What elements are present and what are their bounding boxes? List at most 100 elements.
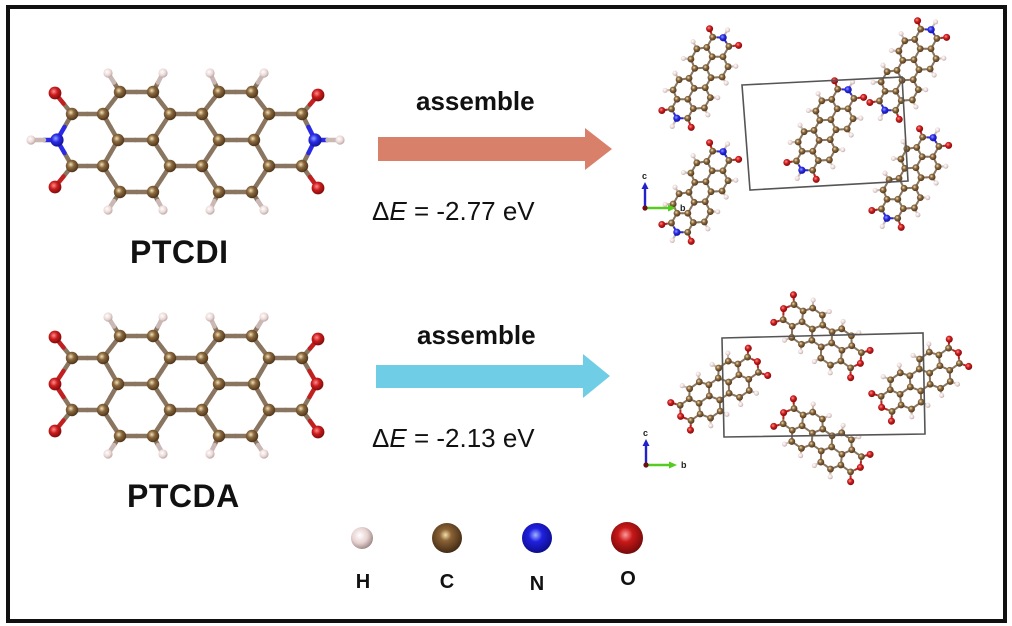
carbon-atom [909, 96, 916, 104]
packed-molecule [866, 17, 951, 123]
carbon-atom [917, 398, 925, 406]
carbon-atom [925, 348, 933, 356]
hydrogen-atom [723, 194, 729, 200]
oxygen-atom [868, 206, 876, 215]
carbon-atom [815, 136, 823, 144]
carbon-atom [918, 153, 926, 161]
carbon-atom [96, 159, 110, 173]
ptcda-axis-c-label: c [643, 428, 648, 438]
carbon-atom [843, 125, 851, 133]
carbon-atom [831, 146, 839, 154]
oxygen-atom [658, 106, 666, 115]
carbon-atom [262, 403, 276, 417]
carbon-atom [883, 68, 891, 76]
hydrogen-atom [826, 413, 832, 419]
nitrogen-atom [881, 106, 889, 114]
oxygen-atom [866, 450, 874, 458]
hydrogen-atom [810, 297, 816, 303]
nitrogen-atom [673, 114, 681, 122]
nitrogen-atom [798, 166, 806, 174]
oxygen-atom [658, 220, 666, 229]
energy-value: -2.13 [436, 423, 496, 453]
carbon-atom [788, 322, 796, 330]
legend-label-o: O [620, 568, 636, 590]
hydrogen-atom [815, 91, 821, 97]
carbon-atom [899, 56, 907, 64]
ptcdi-assemble-label: assemble [416, 86, 535, 116]
oxygen-atom [706, 139, 714, 147]
carbon-atom [65, 351, 79, 365]
carbon-atom [684, 209, 692, 217]
hydrogen-atom [872, 187, 878, 193]
carbon-atom [818, 97, 826, 105]
hydrogen-atom [830, 164, 836, 170]
carbon-atom [113, 85, 127, 99]
hydrogen-atom [858, 115, 864, 121]
carbon-atom [673, 209, 681, 217]
hydrogen-atom [26, 135, 36, 145]
energy-unit: eV [495, 423, 535, 453]
hydrogen-atom [680, 55, 686, 62]
carbon-atom [701, 84, 709, 92]
oxygen-atom [847, 478, 855, 486]
ptcdi-axis-c-arrow-icon [641, 182, 649, 189]
carbon-atom [826, 136, 834, 144]
hydrogen-atom [705, 226, 711, 232]
oxygen-atom [735, 155, 743, 163]
carbon-atom [790, 405, 798, 412]
hydrogen-atom [798, 453, 804, 459]
hydrogen-atom [941, 55, 947, 61]
assemble-arrow-icon [378, 128, 612, 170]
carbon-atom [163, 351, 177, 365]
oxygen-atom [48, 86, 62, 100]
carbon-atom [916, 194, 924, 202]
hydrogen-atom [709, 361, 715, 367]
carbon-atom [838, 450, 846, 458]
hydrogen-atom [662, 201, 668, 207]
hydrogen-atom [103, 205, 113, 215]
packed-molecule [658, 139, 743, 245]
carbon-atom [755, 368, 762, 376]
oxygen-atom [945, 141, 953, 149]
hydrogen-atom [840, 422, 846, 428]
hydrogen-atom [880, 374, 886, 380]
carbon-atom [718, 73, 726, 81]
carbon-atom [111, 377, 125, 391]
carbon-atom [793, 157, 800, 165]
carbon-atom [262, 107, 276, 121]
carbon-atom [212, 133, 226, 147]
carbon-atom [837, 461, 845, 469]
carbon-atom [686, 385, 694, 393]
carbon-atom [779, 420, 787, 428]
hydrogen-atom [259, 205, 269, 215]
carbon-atom [113, 185, 127, 199]
hydrogen-atom [925, 402, 931, 408]
hydrogen-atom [259, 68, 269, 78]
carbon-atom [809, 304, 817, 312]
hydrogen-atom [840, 147, 846, 153]
carbon-atom [935, 143, 943, 150]
oxygen-atom [945, 335, 953, 343]
carbon-atom [908, 405, 915, 413]
ptcdi-label: PTCDI [130, 234, 229, 270]
carbon-atom [827, 116, 835, 124]
oxygen-atom [753, 358, 761, 366]
oxygen-atom [735, 41, 743, 49]
carbon-atom [790, 301, 798, 308]
carbon-atom [926, 65, 934, 73]
carbon-atom [146, 85, 160, 99]
carbon-atom [245, 429, 259, 443]
nitrogen-atom [308, 133, 322, 147]
carbon-atom [895, 174, 903, 182]
energy-variable: E [389, 423, 407, 453]
hydrogen-atom [943, 163, 949, 169]
carbon-atom [847, 364, 854, 372]
hydrogen-atom [259, 312, 269, 322]
carbon-atom [926, 380, 934, 388]
hydrogen-atom [695, 371, 701, 377]
carbon-atom [834, 85, 842, 93]
carbon-atom [195, 159, 209, 173]
carbon-atom [847, 468, 854, 476]
hydrogen-atom [923, 87, 929, 93]
